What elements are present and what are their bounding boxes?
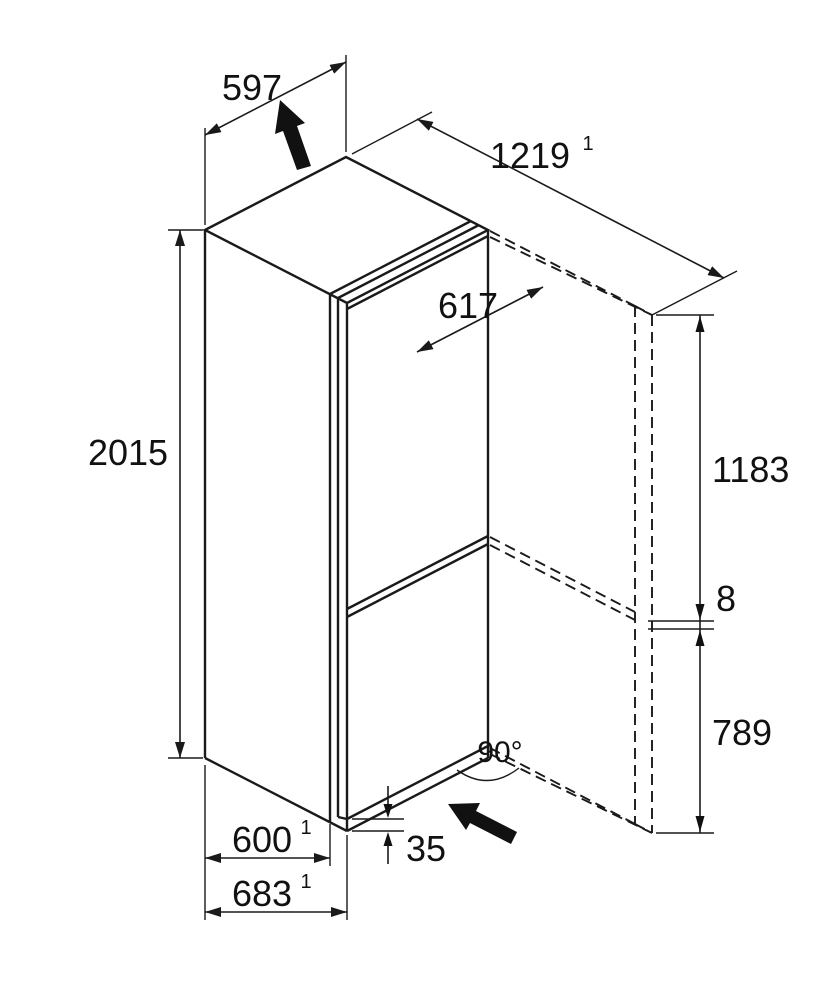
cabinet-outline: [202, 155, 520, 833]
dim-door-open-label: 617: [438, 285, 498, 326]
dim-lower-section-label: 789: [712, 712, 772, 753]
dim-gap-label: 8: [716, 578, 736, 619]
dim-height-label: 2015: [88, 432, 168, 473]
dimension-lines: [175, 61, 725, 917]
arrowhead-up-789: [695, 630, 705, 646]
direction-arrow-top-icon: [275, 100, 311, 170]
dim-line-width-597: [204, 61, 347, 136]
dim-depth-footnote: 1: [300, 817, 311, 839]
extension-line-set: [168, 55, 738, 920]
door-angle-label: 90°: [477, 736, 522, 769]
arrowhead-up-35: [383, 832, 393, 846]
arrowhead-down-35: [383, 804, 393, 818]
dim-line-door-617: [416, 286, 544, 353]
dim-width-label: 597: [222, 67, 282, 108]
arrowhead-up-1183: [695, 316, 705, 332]
arrowhead-down-1183: [695, 604, 705, 620]
dim-upper-section-label: 1183: [712, 449, 789, 490]
dim-depth-total-footnote: 1: [300, 871, 311, 893]
dimension-labels: 597 1219 1 617 2015 1183 8 789 90° 600 1…: [88, 67, 789, 914]
dim-line-clearance-1219: [416, 118, 725, 279]
arrowhead-down-789: [695, 816, 705, 832]
direction-arrow-bottom-icon: [448, 803, 517, 844]
cabinet-body-lines: [202, 155, 491, 833]
dim-clearance-open-footnote: 1: [582, 133, 593, 155]
dim-clearance-open-label: 1219: [490, 135, 570, 176]
extension-lines: [168, 55, 738, 920]
dim-base-clearance-label: 35: [406, 828, 446, 869]
dim-depth-total-label: 683: [232, 873, 292, 914]
door-swing-arc: [456, 767, 520, 782]
dim-depth-label: 600: [232, 819, 292, 860]
